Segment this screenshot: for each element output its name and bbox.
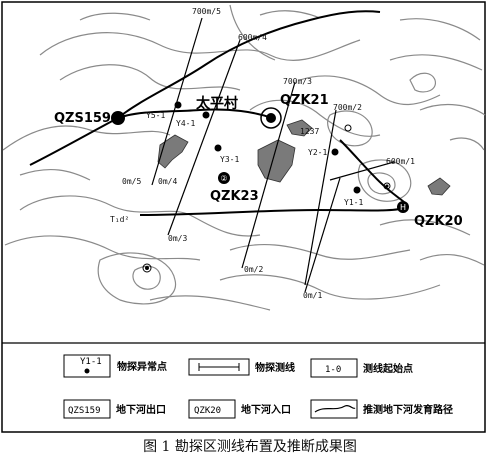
- inlet-label-qzk21: QZK21: [280, 93, 329, 108]
- contour-value-label: 1237: [300, 127, 319, 136]
- anomaly-point-y3-1: [214, 144, 222, 152]
- survey-line-label: 600m/4: [238, 33, 267, 42]
- river-path-branch: [117, 108, 273, 119]
- legend-outlet-symbol: [63, 399, 111, 419]
- inlet-marker-qzk20: H: [397, 201, 409, 213]
- anomaly-label: Y3-1: [220, 155, 239, 164]
- map-figure: ② H 700m/5 600m/4 700m/3 700m/2 600m/1 0…: [1, 1, 486, 433]
- legend: Y1-1 物探异常点 物探测线 1-0 测线起始点 QZS159 地下河出口 Q…: [2, 342, 485, 419]
- svg-text:H: H: [400, 203, 406, 212]
- legend-inlet-symbol-text: QZK20: [194, 406, 221, 416]
- legend-path-label: 推测地下河发育路径: [363, 403, 453, 416]
- stratum-label: T₁d²: [110, 215, 129, 224]
- legend-start-label: 测线起始点: [363, 362, 413, 375]
- inlet-marker-qzk21: [260, 107, 282, 129]
- survey-line-1b: [304, 177, 341, 293]
- river-path-south: [139, 207, 406, 216]
- inlet-marker-qzk23: ②: [218, 172, 230, 184]
- inlet-label-qzk20: QZK20: [414, 214, 463, 229]
- legend-inlet-symbol: [188, 399, 236, 419]
- svg-text:②: ②: [220, 174, 227, 183]
- survey-line-label: 700m/3: [283, 77, 312, 86]
- anomaly-label: Y4-1: [176, 119, 195, 128]
- anomaly-point-y2-1: [331, 148, 339, 156]
- small-depression-symbols: [142, 124, 391, 273]
- shaded-area: [257, 139, 296, 183]
- anomaly-point-y1-1: [353, 186, 361, 194]
- survey-line-label: 0m/2: [244, 265, 263, 274]
- outlet-marker-qzs159: [111, 111, 125, 125]
- survey-line-3: [241, 81, 296, 269]
- legend-anomaly-symbol: [63, 354, 111, 378]
- shaded-area: [286, 119, 313, 137]
- survey-line-label: 700m/2: [333, 103, 362, 112]
- legend-anomaly-label: 物探异常点: [117, 360, 167, 373]
- legend-start-symbol-text: 1-0: [325, 365, 341, 375]
- shaded-area: [427, 177, 451, 196]
- legend-outlet-symbol-text: QZS159: [68, 406, 101, 416]
- river-path-west: [29, 117, 119, 166]
- anomaly-point-y5-1: [174, 101, 182, 109]
- legend-line-label: 物探测线: [255, 361, 295, 374]
- survey-line-5: [151, 17, 203, 186]
- anomaly-points: [174, 101, 361, 194]
- survey-line-label: 0m/1: [303, 291, 322, 300]
- anomaly-label: Y2-1: [308, 148, 327, 157]
- anomaly-point-y4-1: [202, 111, 210, 119]
- survey-lines: [151, 17, 395, 293]
- survey-line-label: 600m/1: [386, 157, 415, 166]
- river-path-main: [117, 10, 381, 119]
- legend-start-symbol: [310, 358, 358, 378]
- survey-line-label: 0m/4: [158, 177, 177, 186]
- legend-inlet-label: 地下河入口: [241, 403, 291, 416]
- survey-line-label: 0m/5: [122, 177, 141, 186]
- survey-line-label: 0m/3: [168, 234, 187, 243]
- inlet-label-qzk23: QZK23: [210, 189, 259, 204]
- anomaly-label: Y1-1: [344, 198, 363, 207]
- survey-line-1: [329, 161, 395, 181]
- village-label: 太平村: [196, 95, 238, 112]
- survey-line-4: [167, 39, 241, 236]
- survey-line-2: [304, 109, 337, 286]
- legend-anomaly-symbol-text: Y1-1: [80, 357, 102, 367]
- contour-lines: [2, 4, 486, 311]
- survey-line-label: 700m/5: [192, 7, 221, 16]
- outlet-label-qzs159: QZS159: [54, 111, 111, 126]
- legend-outlet-label: 地下河出口: [116, 403, 166, 416]
- anomaly-label: Y5-1: [146, 111, 165, 120]
- shaded-areas: [157, 119, 451, 196]
- figure-caption: 图 1 勘探区测线布置及推断成果图: [143, 439, 357, 455]
